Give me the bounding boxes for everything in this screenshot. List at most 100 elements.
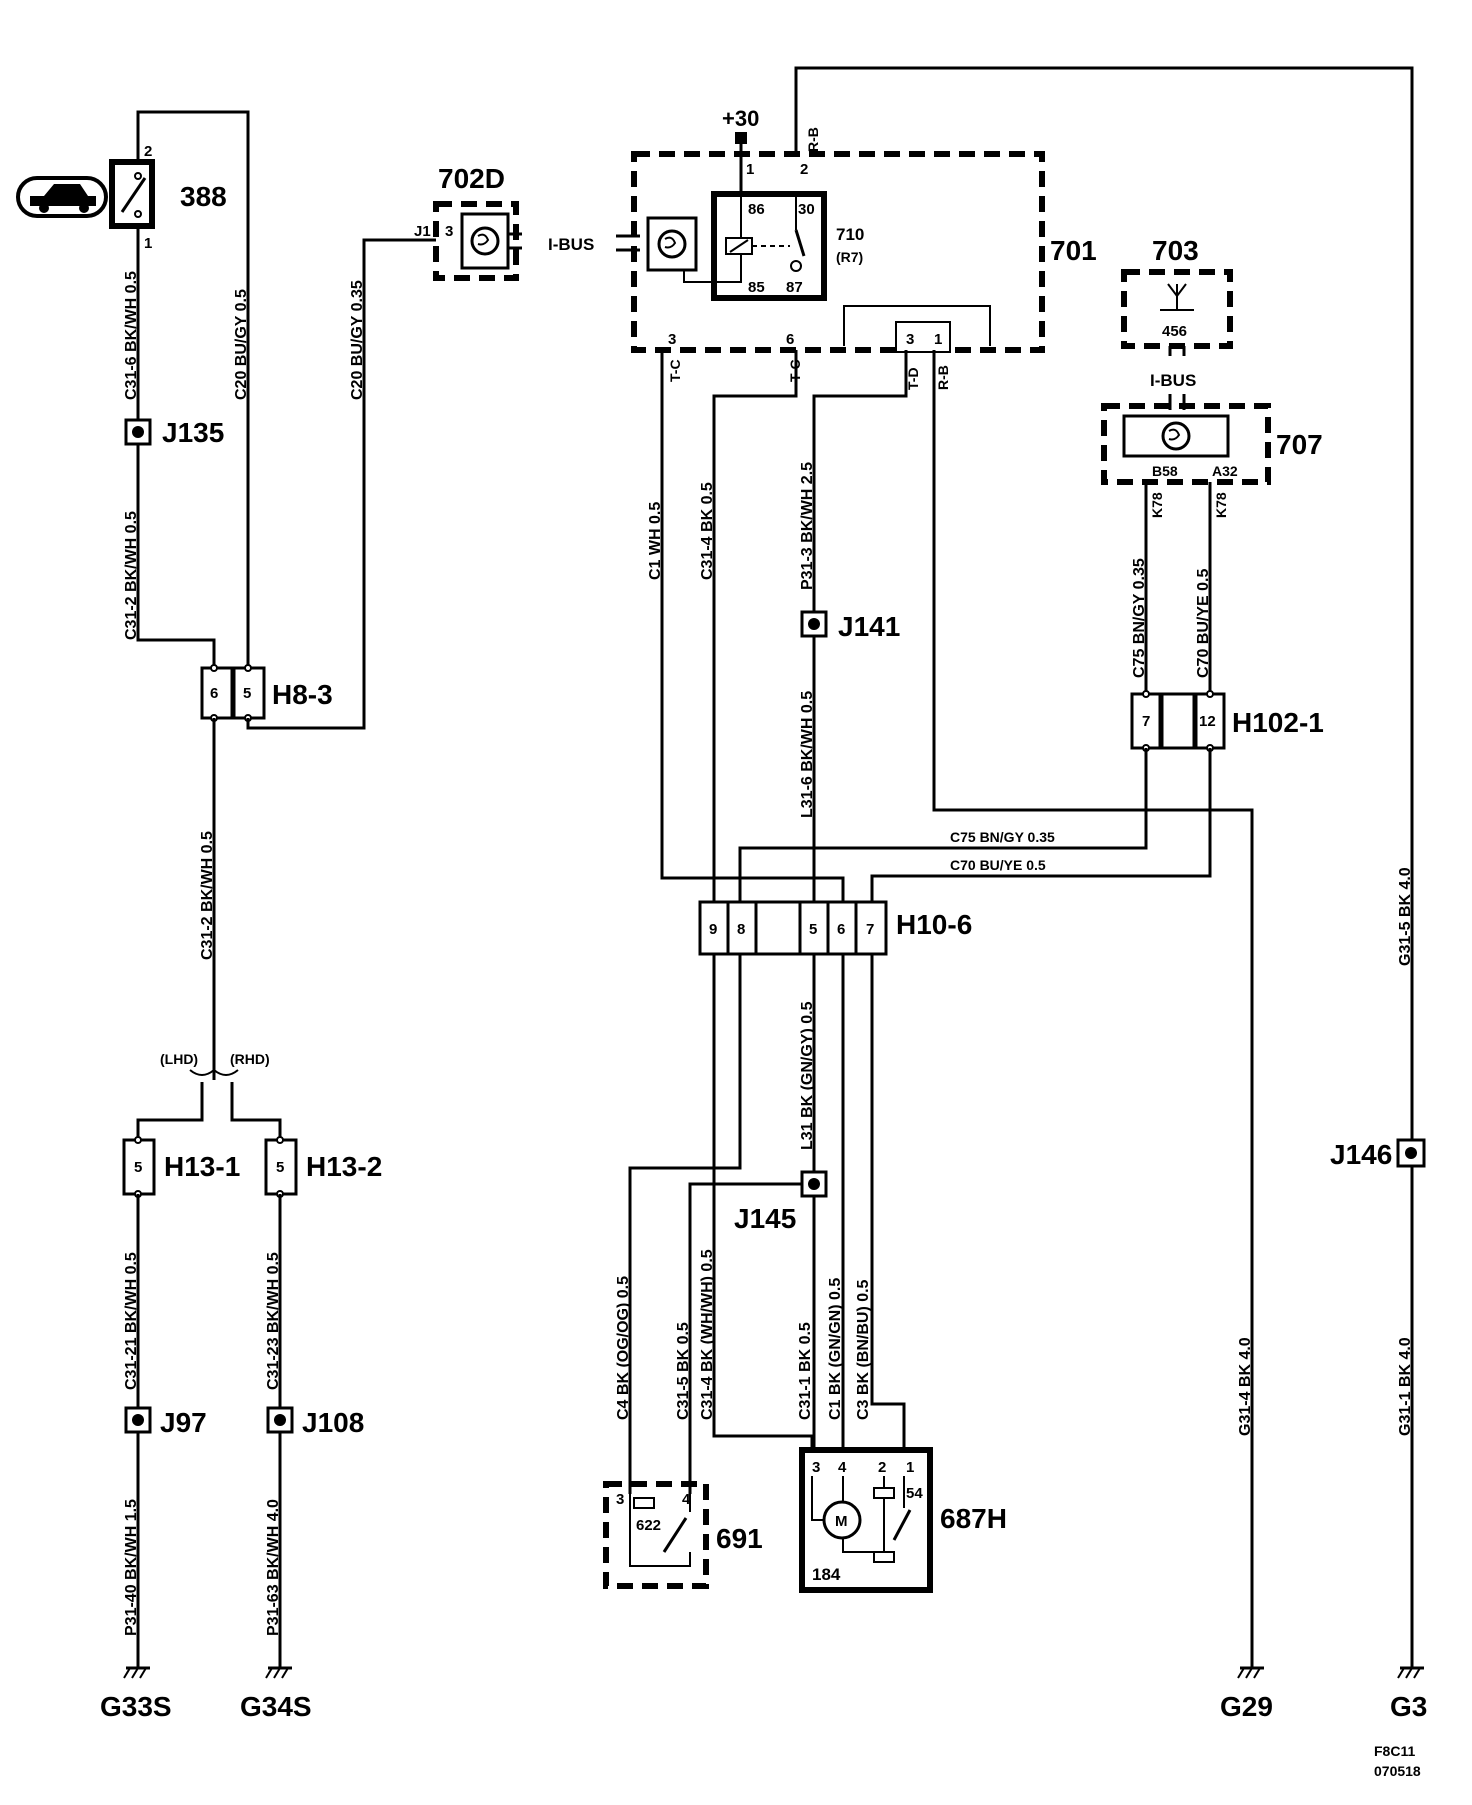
wire-label-c31-4-wh: C31-4 BK (WH/WH) 0.5 xyxy=(699,1249,716,1420)
wire-c20-bugy-035 xyxy=(246,238,436,730)
pin-707-k78-b: K78 xyxy=(1213,492,1229,518)
label-plus30: +30 xyxy=(722,106,759,131)
pin-701-1b: 1 xyxy=(934,331,942,348)
module-707 xyxy=(1101,403,1271,485)
pin-691-3: 3 xyxy=(616,1491,624,1508)
pin-h102-7: 7 xyxy=(1142,713,1150,730)
ground-icon xyxy=(1237,1666,1264,1679)
wire-label-c4-og: C4 BK (OG/OG) 0.5 xyxy=(615,1276,632,1420)
pin-388-2: 2 xyxy=(144,143,152,160)
pin-707-k78-a: K78 xyxy=(1149,492,1165,518)
label-707: 707 xyxy=(1276,429,1323,460)
wire-label-c1-gn: C1 BK (GN/GN) 0.5 xyxy=(827,1278,844,1420)
pin-388-1: 1 xyxy=(144,235,152,252)
connector-h8-3-pin6 xyxy=(200,666,234,720)
label-g34s: G34S xyxy=(240,1691,312,1722)
label-703: 703 xyxy=(1152,235,1199,266)
pin-h8-6: 6 xyxy=(210,685,218,702)
label-456: 456 xyxy=(1162,323,1187,340)
wire-c31-4 xyxy=(712,350,798,902)
pin-701-1: 1 xyxy=(746,161,754,178)
variant-brace xyxy=(189,1068,239,1076)
label-h8-3: H8-3 xyxy=(272,679,333,710)
pin-687-4: 4 xyxy=(838,1459,847,1476)
wire-label-l31-6: L31-6 BK/WH 0.5 xyxy=(799,691,816,818)
wire-c20-bugy-05 xyxy=(136,110,250,668)
connector-h8-3-pin5 xyxy=(232,666,266,720)
label-j146: J146 xyxy=(1330,1139,1392,1170)
wire-c3-bn xyxy=(870,954,906,1450)
label-691: 691 xyxy=(716,1523,763,1554)
pin-687-54: 54 xyxy=(906,1485,923,1502)
label-j108: J108 xyxy=(302,1407,364,1438)
label-710-r7: (R7) xyxy=(836,249,863,265)
label-g33s: G33S xyxy=(100,1691,172,1722)
pin-687-2: 2 xyxy=(878,1459,886,1476)
wire-label-c31-21: C31-21 BK/WH 0.5 xyxy=(123,1252,140,1390)
wire-label-c31-2-a: C31-2 BK/WH 0.5 xyxy=(123,511,140,640)
label-rhd: (RHD) xyxy=(230,1051,270,1067)
wire-label-p31-63: P31-63 BK/WH 4.0 xyxy=(265,1499,282,1636)
wire-c31-4-wh xyxy=(712,954,814,1450)
wire-r-b-top xyxy=(794,66,1414,1140)
wire-c70-bot xyxy=(870,748,1212,902)
wire-label-c31-1: C31-1 BK 0.5 xyxy=(797,1322,814,1420)
label-g29: G29 xyxy=(1220,1691,1273,1722)
connector-701-inner xyxy=(843,305,991,346)
wire-label-c31-23: C31-23 BK/WH 0.5 xyxy=(265,1252,282,1390)
pin-701-rb: R-B xyxy=(935,365,951,390)
wire-c1-wh xyxy=(660,350,845,902)
pin-h10-5: 5 xyxy=(809,921,817,938)
pin-h13-1-5: 5 xyxy=(134,1159,142,1176)
label-j141: J141 xyxy=(838,611,900,642)
wire-c75-bot xyxy=(738,748,1148,902)
pin-710-30: 30 xyxy=(798,201,815,218)
switch-691 xyxy=(603,1481,709,1589)
wire-label-p31-3: P31-3 BK/WH 2.5 xyxy=(799,462,816,590)
pin-h10-7: 7 xyxy=(866,921,874,938)
wire-c31-5 xyxy=(688,1182,802,1494)
module-703 xyxy=(1121,269,1233,349)
pin-702-3: 3 xyxy=(445,223,453,240)
wire-p31-3 xyxy=(812,350,908,612)
pin-701-6: 6 xyxy=(786,331,794,348)
label-h10-6: H10-6 xyxy=(896,909,972,940)
label-ibus-1: I-BUS xyxy=(548,235,594,254)
car-icon xyxy=(16,176,108,218)
pin-710-85: 85 xyxy=(748,279,765,296)
pin-h102-12: 12 xyxy=(1199,713,1216,730)
wire-label-c31-5: C31-5 BK 0.5 xyxy=(675,1322,692,1420)
switch-388 xyxy=(109,159,155,229)
wire-g31-4 xyxy=(932,350,1254,1668)
label-388: 388 xyxy=(180,181,227,212)
junction-j135 xyxy=(124,418,152,446)
wire-lhd xyxy=(136,1082,204,1140)
wire-label-g31-5: G31-5 BK 4.0 xyxy=(1397,867,1414,966)
pin-710-87: 87 xyxy=(786,279,803,296)
label-j97: J97 xyxy=(160,1407,207,1438)
label-702d: 702D xyxy=(438,163,505,194)
label-g3: G3 xyxy=(1390,1691,1427,1722)
wire-label-c20-bugy-035: C20 BU/GY 0.35 xyxy=(349,280,366,400)
pin-h10-6: 6 xyxy=(837,921,845,938)
wire-label-c70-bot: C70 BU/YE 0.5 xyxy=(950,857,1046,873)
wire-label-c75-bot: C75 BN/GY 0.35 xyxy=(950,829,1055,845)
pin-701-td: T-D xyxy=(905,367,921,390)
pin-707-a32: A32 xyxy=(1212,463,1238,479)
label-j145: J145 xyxy=(734,1203,796,1234)
pin-h13-2-5: 5 xyxy=(276,1159,284,1176)
wire-rhd xyxy=(230,1082,282,1140)
wire-label-c1-wh: C1 WH 0.5 xyxy=(647,502,664,580)
pin-710-86: 86 xyxy=(748,201,765,218)
wire-label-p31-40: P31-40 BK/WH 1.5 xyxy=(123,1499,140,1636)
pin-701-3b: 3 xyxy=(906,331,914,348)
label-lhd: (LHD) xyxy=(160,1051,198,1067)
pin-701-rb-top: R-B xyxy=(805,127,821,152)
label-motor-m: M xyxy=(835,1513,848,1530)
label-h13-2: H13-2 xyxy=(306,1151,382,1182)
pin-701-3: 3 xyxy=(668,331,676,348)
wire-label-c70-top: C70 BU/YE 0.5 xyxy=(1195,569,1212,678)
footer-code-1: F8C11 xyxy=(1374,1743,1415,1759)
connector-h10-6-pin7 xyxy=(854,900,888,956)
pin-687-3: 3 xyxy=(812,1459,820,1476)
